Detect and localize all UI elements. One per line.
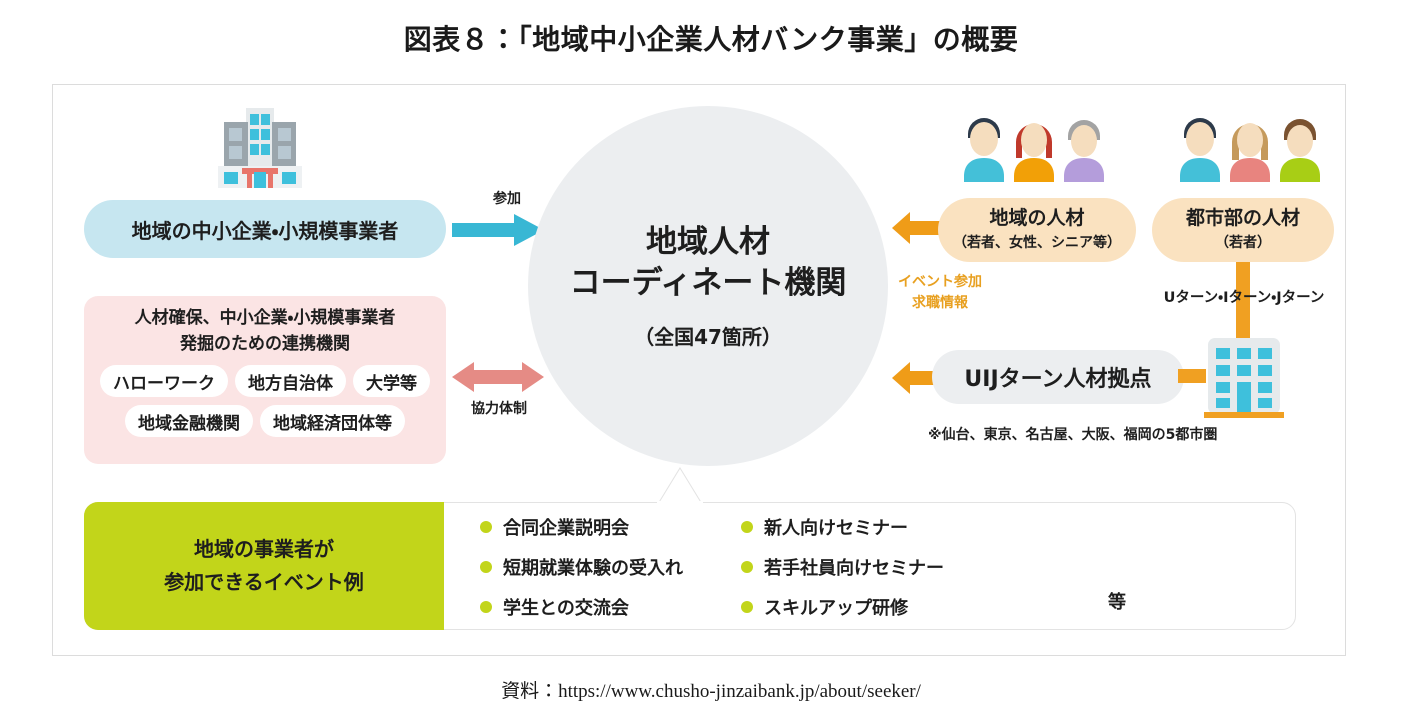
right-arrow-icon [452, 214, 544, 246]
partner-heading: 人材確保、中小企業・小規模事業者 発掘のための連携機関 [135, 306, 396, 357]
double-arrow-icon [452, 360, 544, 394]
bullet-dot-icon [741, 521, 753, 533]
orange-flow-label: イベント参加 求職情報 [880, 272, 1000, 314]
bullet-dot-icon [480, 601, 492, 613]
central-organization-circle: 地域人材 コーディネート機関 （全国47箇所） [528, 106, 888, 466]
circle-main-text: 地域人材 コーディネート機関 [570, 222, 847, 304]
local-talent-box: 地域の人材 （若者、女性、シニア等） [938, 198, 1136, 262]
local-talent-subtitle: （若者、女性、シニア等） [953, 234, 1121, 251]
bullet-dot-icon [480, 521, 492, 533]
list-item: 短期就業体験の受入れ [480, 554, 683, 580]
event-label: スキルアップ研修 [764, 598, 908, 619]
events-heading-line2: 参加できるイベント例 [164, 570, 364, 594]
list-item: スキルアップ研修 [741, 594, 944, 620]
coop-arrow-label: 協力体制 [471, 401, 527, 417]
left-arrow-icon [892, 212, 948, 244]
urban-talent-subtitle: （若者） [1215, 234, 1271, 251]
people-group-icon [962, 112, 1106, 182]
urban-talent-title: 都市部の人材 [1185, 207, 1300, 230]
partner-heading-line1: 人材確保、中小企業・小規模事業者 [134, 308, 396, 328]
uij-hub-label: UIJターン人材拠点 [964, 367, 1152, 392]
events-list: 合同企業説明会 短期就業体験の受入れ 学生との交流会 新人向けセミナー 若手社員… [480, 512, 1280, 622]
events-heading-line1: 地域の事業者が [194, 537, 334, 561]
orange-flow-line1: イベント参加 [898, 274, 982, 290]
events-etc-label: 等 [1108, 592, 1126, 613]
list-item: 新人向けセミナー [741, 514, 944, 540]
uij-hub-box: UIJターン人材拠点 [932, 350, 1184, 404]
event-label: 合同企業説明会 [503, 518, 629, 539]
office-building-icon [1202, 334, 1286, 420]
factory-building-icon [212, 106, 308, 190]
event-label: 学生との交流会 [503, 598, 629, 619]
sme-box: 地域の中小企業・小規模事業者 [84, 200, 446, 258]
uij-vertical-connector [1236, 262, 1250, 340]
page-title: 図表８：「地域中小企業人材バンク事業」の概要 [403, 23, 1019, 56]
list-item: 学生との交流会 [480, 594, 683, 620]
source-note: 資料：https://www.chusho-jinzaibank.jp/abou… [501, 681, 921, 702]
events-heading-block: 地域の事業者が 参加できるイベント例 [84, 502, 444, 630]
sme-box-label: 地域の中小企業・小規模事業者 [131, 218, 399, 243]
uij-right-connector [1178, 369, 1206, 383]
orange-flow-line2: 求職情報 [912, 295, 968, 311]
join-arrow-label: 参加 [493, 191, 521, 207]
uij-turn-label: Uターン・Iターン・Jターン [1163, 290, 1325, 306]
people-group-icon [1178, 112, 1322, 182]
list-item: 若手社員向けセミナー [741, 554, 944, 580]
urban-talent-box: 都市部の人材 （若者） [1152, 198, 1334, 262]
partner-heading-line2: 発掘のための連携機関 [180, 333, 350, 354]
events-column-1: 合同企業説明会 短期就業体験の受入れ 学生との交流会 [480, 512, 683, 622]
partner-tag-row-2: 地域金融機関 地域経済団体等 [125, 405, 405, 437]
list-item: 合同企業説明会 [480, 514, 683, 540]
partner-tag-row-1: ハローワーク 地方自治体 大学等 [100, 365, 430, 397]
partner-tag: 地方自治体 [235, 365, 346, 397]
local-talent-title: 地域の人材 [989, 207, 1085, 230]
partner-organizations-box: 人材確保、中小企業・小規模事業者 発掘のための連携機関 ハローワーク 地方自治体… [84, 296, 446, 464]
uij-note: ※仙台、東京、名古屋、大阪、福岡の5都市圏 [928, 427, 1218, 443]
partner-tag: 地域経済団体等 [260, 405, 405, 437]
events-column-2: 新人向けセミナー 若手社員向けセミナー スキルアップ研修 [741, 512, 944, 622]
event-label: 短期就業体験の受入れ [503, 558, 683, 579]
circle-line-2: コーディネート機関 [569, 264, 847, 301]
partner-tag: ハローワーク [100, 365, 228, 397]
partner-tag: 大学等 [353, 365, 430, 397]
left-arrow-icon [892, 362, 948, 394]
panel-pointer-notch [640, 466, 720, 507]
bullet-dot-icon [741, 601, 753, 613]
event-label: 新人向けセミナー [764, 518, 908, 539]
bullet-dot-icon [741, 561, 753, 573]
circle-sub-text: （全国47箇所） [634, 325, 782, 350]
bullet-dot-icon [480, 561, 492, 573]
circle-line-1: 地域人材 [646, 223, 770, 260]
partner-tag: 地域金融機関 [125, 405, 253, 437]
event-label: 若手社員向けセミナー [764, 558, 944, 579]
